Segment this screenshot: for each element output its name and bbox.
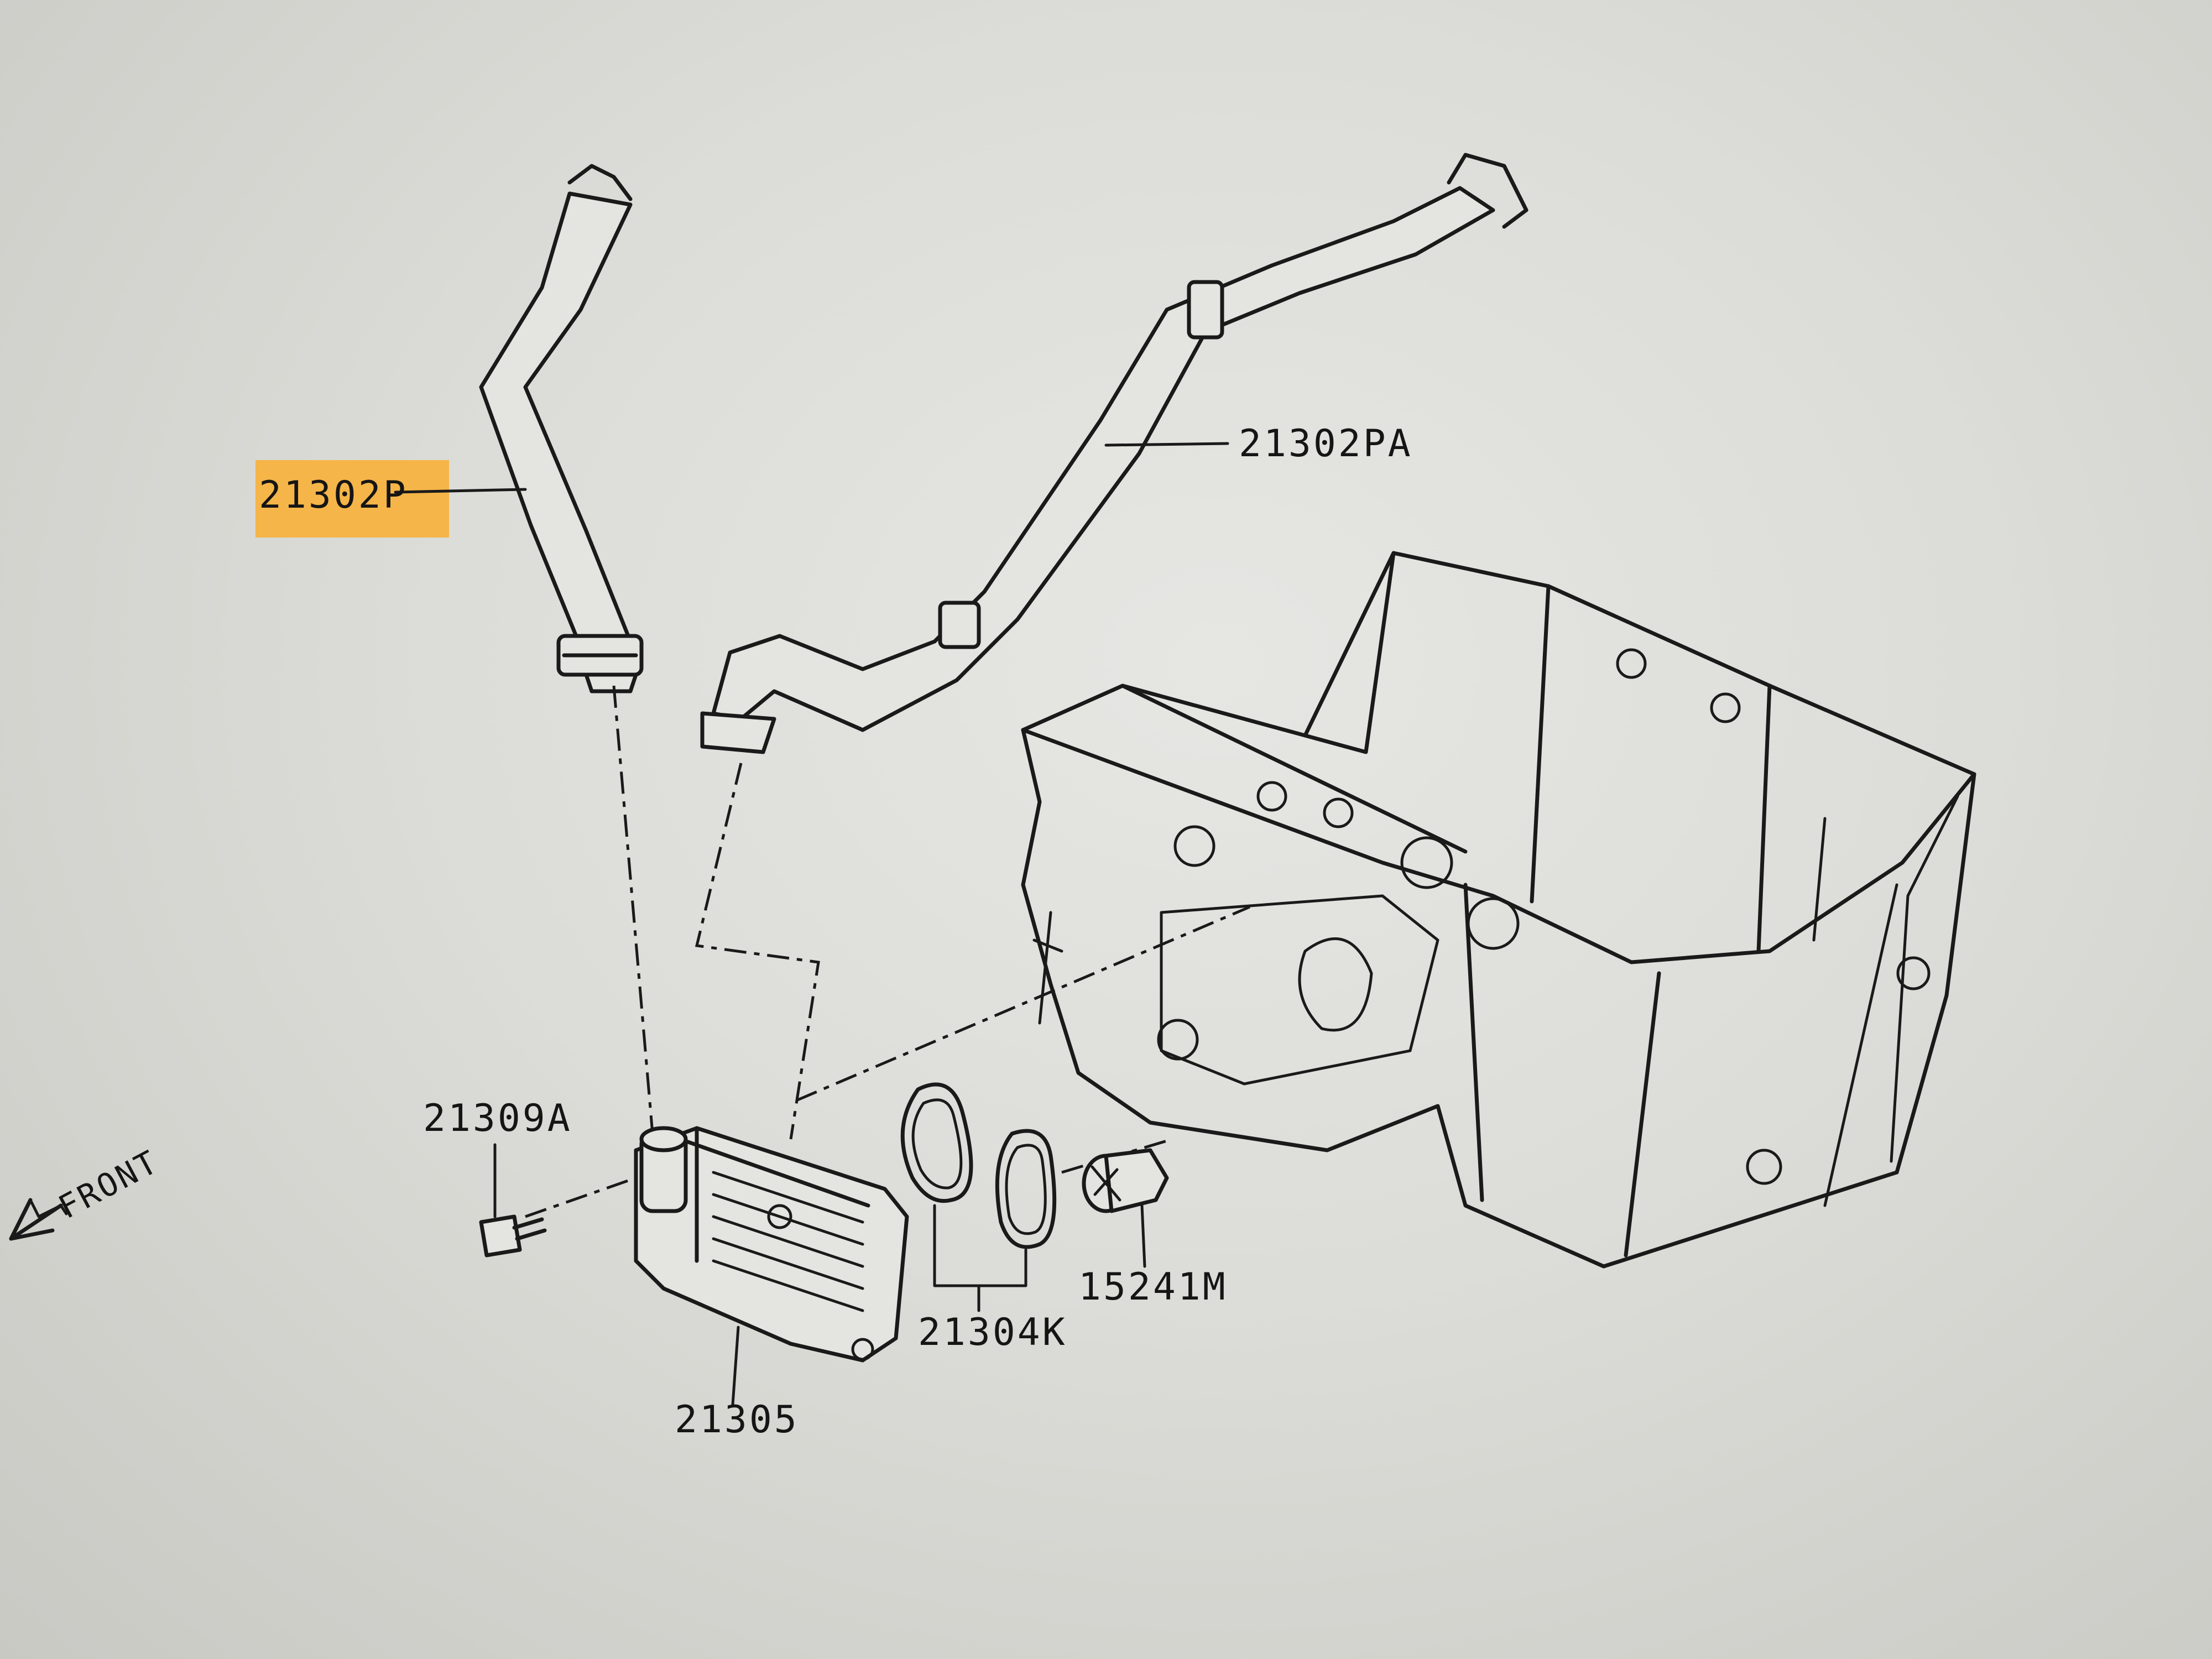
leader-21305 — [731, 1326, 740, 1406]
leader-21302P — [394, 488, 527, 494]
front-arrow — [9, 1198, 68, 1241]
assembly-line-3 — [796, 905, 1250, 1102]
label-21304K[interactable]: 21304K — [918, 1311, 1067, 1354]
label-21305[interactable]: 21305 — [675, 1398, 799, 1442]
bolt[interactable] — [479, 1214, 547, 1258]
leader-21304K — [933, 1204, 1027, 1312]
assembly-line-1 — [612, 685, 654, 1134]
label-15241M[interactable]: 15241M — [1078, 1265, 1228, 1309]
label-front: FRONT — [53, 1142, 165, 1226]
assembly-line-2 — [695, 763, 820, 1140]
connector[interactable] — [1082, 1148, 1169, 1213]
label-21309A[interactable]: 21309A — [423, 1097, 572, 1140]
hose-right[interactable] — [700, 153, 1528, 754]
highlight-box — [255, 460, 449, 538]
engine-block — [1021, 551, 1976, 1269]
leader-15241M — [1140, 1204, 1146, 1268]
gaskets[interactable] — [900, 1082, 1057, 1249]
leader-21302PA — [1104, 442, 1229, 447]
assembly-line-4 — [525, 1176, 637, 1218]
hose-left[interactable] — [479, 164, 644, 693]
label-21302P[interactable]: 21302P — [259, 473, 408, 517]
oil-cooler[interactable] — [634, 1126, 909, 1363]
label-21302PA[interactable]: 21302PA — [1239, 422, 1413, 466]
